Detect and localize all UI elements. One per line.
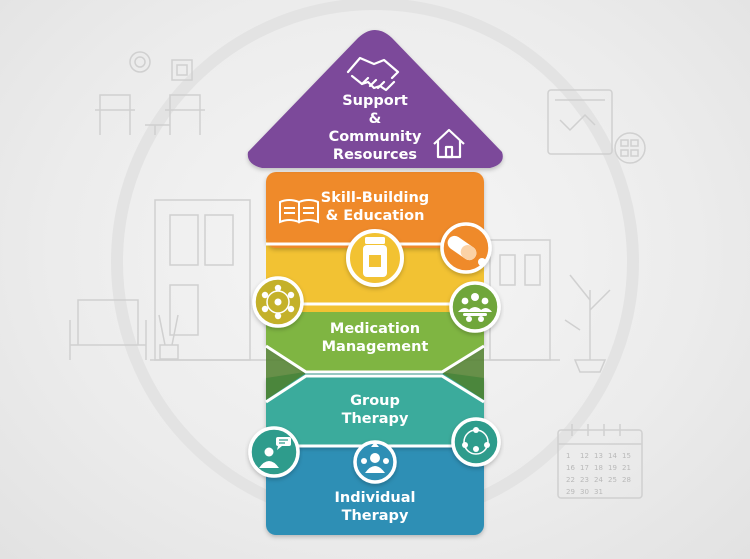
book-icon	[279, 199, 319, 224]
calendar-day: 30	[580, 488, 589, 496]
house-icon	[433, 128, 465, 159]
calendar-day: 1	[566, 452, 570, 460]
calendar-day: 23	[580, 476, 589, 484]
chevron-right	[442, 345, 484, 400]
calendar-day: 18	[594, 464, 603, 472]
tier-medication-label: Medication Management	[321, 321, 429, 355]
person-head-icon	[353, 440, 397, 484]
calendar-day: 13	[594, 452, 603, 460]
calendar-day: 21	[622, 464, 631, 472]
tier-skill-label: Skill-Building & Education	[320, 190, 430, 224]
wall-clock-icon	[129, 51, 151, 73]
tier-support-label: Support & Community Resources	[328, 93, 422, 163]
tier-medication	[266, 305, 484, 373]
calendar-day: 19	[608, 464, 617, 472]
counselor-chat-icon	[248, 426, 300, 478]
calendar-day: 29	[566, 488, 575, 496]
calendar-sketch	[557, 424, 643, 499]
calendar-day: 31	[594, 488, 603, 496]
tier-skill	[266, 172, 484, 248]
picture-frame-icon	[171, 59, 193, 81]
plant-sketch	[158, 274, 611, 373]
people-network-icon	[252, 276, 304, 328]
handshake-icon	[346, 56, 400, 92]
calendar-board-sketch	[547, 89, 646, 164]
calendar-day: 16	[566, 464, 575, 472]
chevron-left	[266, 345, 306, 400]
team-icon	[449, 281, 501, 333]
calendar-day: 12	[580, 452, 589, 460]
calendar-day: 22	[566, 476, 575, 484]
tier-individual-label: Individual Therapy	[334, 490, 416, 524]
calendar-day: 14	[608, 452, 617, 460]
tier-group-label: Group Therapy	[341, 393, 409, 427]
calendar-day: 24	[594, 476, 603, 484]
group-circle-icon	[451, 417, 501, 467]
capsule-pill-icon	[440, 222, 492, 274]
calendar-day: 28	[622, 476, 631, 484]
tier-group	[266, 372, 484, 447]
tier-individual	[266, 440, 484, 535]
calendar-day: 15	[622, 452, 631, 460]
calendar-day: 17	[580, 464, 589, 472]
pill-bottle-icon	[346, 229, 404, 287]
armchairs-table-sketch	[95, 94, 205, 135]
calendar-day: 25	[608, 476, 617, 484]
tier-support	[247, 30, 503, 168]
sofa-sketch	[69, 299, 147, 360]
